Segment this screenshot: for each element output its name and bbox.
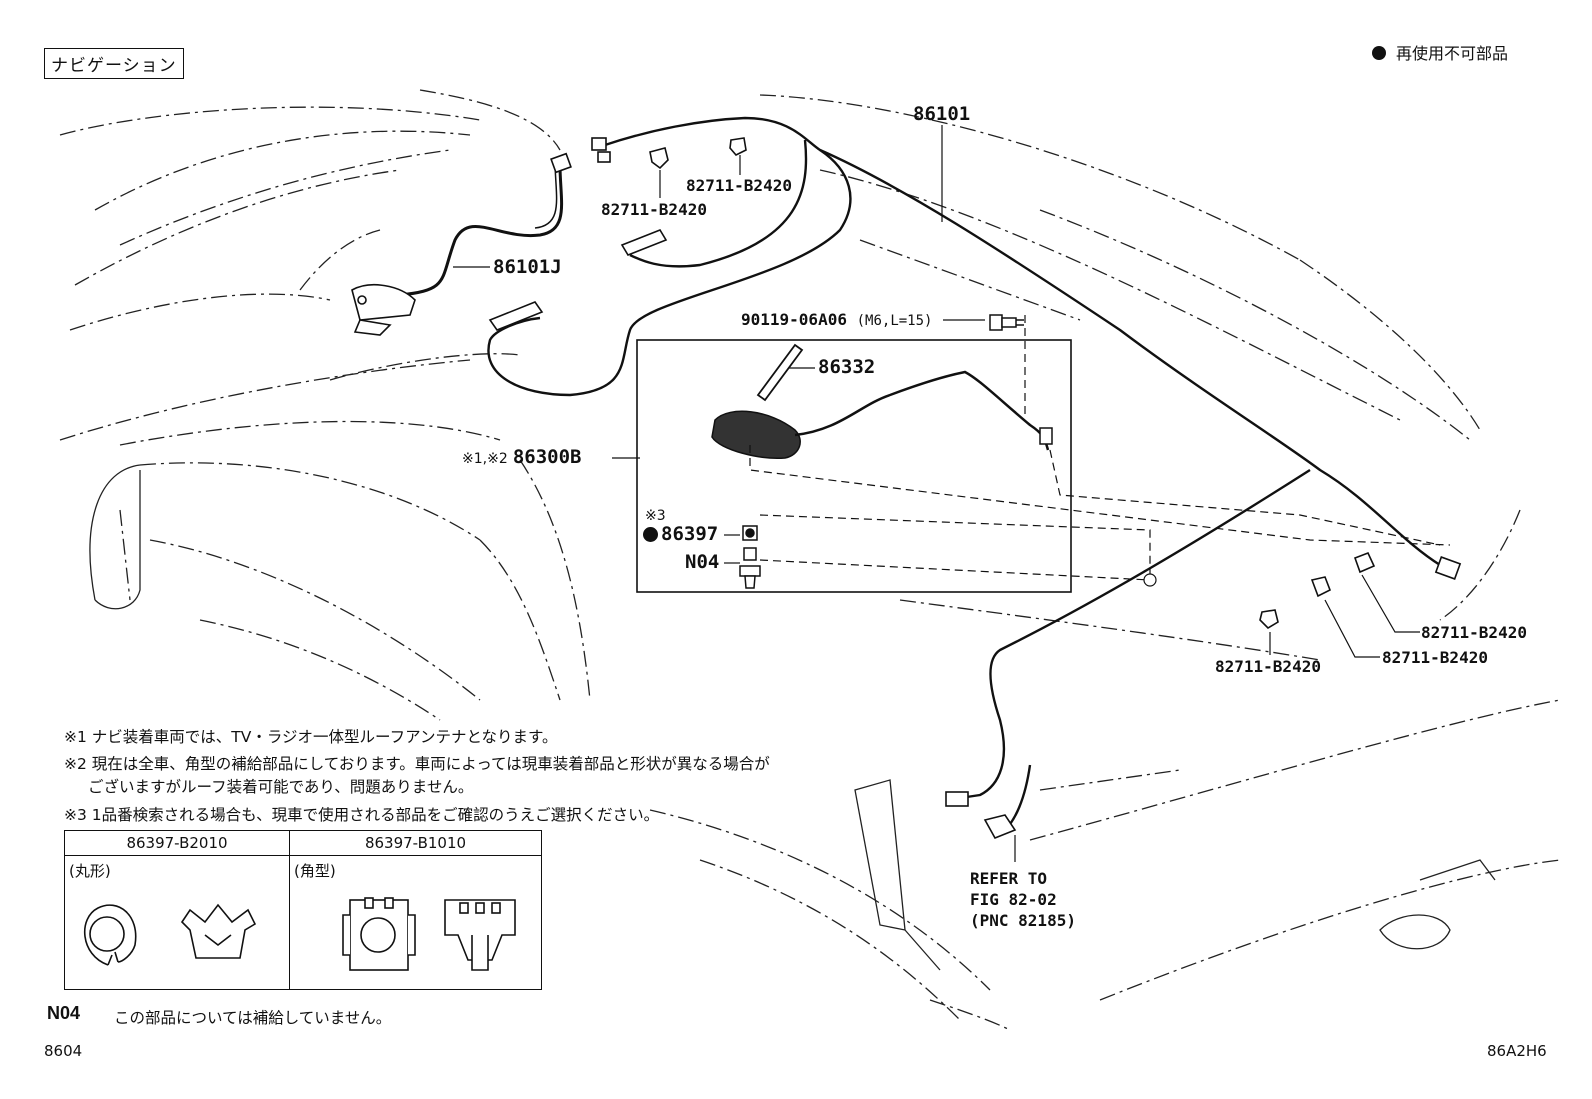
legend: 再使用不可部品: [1372, 40, 1508, 64]
note-2-cont: ございますがルーフ装着可能であり、問題ありません。: [88, 778, 474, 796]
pad-cell-round: (丸形): [64, 855, 290, 990]
page-number: 8604: [44, 1042, 83, 1060]
antenna-assy-marks: ※1,※2: [462, 451, 508, 467]
harness-86101: [487, 116, 1441, 831]
shape-label-square: (角型): [294, 862, 336, 880]
pillar-line: [89, 464, 141, 601]
footnote-text: この部品については補給していません。: [114, 1009, 392, 1027]
leader-lines: [453, 125, 1420, 862]
bolt-90119: [989, 314, 1024, 331]
footnote-code: N04: [47, 1003, 81, 1023]
note-3: ※3 1品番検索される場合も、現車で使用される部品をご確認のうえご選択ください。: [64, 806, 660, 824]
connector-front: [351, 152, 572, 336]
mount-hole-icon: [1143, 573, 1157, 587]
pad-mark: ※3: [645, 508, 666, 524]
callout-86397[interactable]: 86397: [643, 523, 718, 545]
refer-to-fig[interactable]: REFER TO FIG 82-02 (PNC 82185): [970, 869, 1076, 930]
car-body-outline: [59, 89, 1561, 1031]
antenna-inset-box: [636, 339, 1072, 593]
antenna-base-86300b: [711, 370, 1053, 459]
roof-pad-1: [488, 229, 668, 331]
callout-82711-e[interactable]: 82711-B2420: [1215, 657, 1321, 676]
clip-icons: [649, 137, 1376, 630]
non-reusable-dot-icon: [1372, 46, 1386, 60]
antenna-assy-part-no: 86300B: [512, 446, 582, 468]
dashed-assembly-lines: [749, 315, 1451, 581]
callout-90119[interactable]: 90119-06A06 (M6,L=15): [741, 310, 932, 329]
pad-nut-icons: [739, 525, 761, 589]
callout-82711-a[interactable]: 82711-B2420: [686, 176, 792, 195]
legend-label: 再使用不可部品: [1396, 44, 1509, 63]
pad-cell-square: (角型): [289, 855, 542, 990]
section-title: ナビゲーション: [44, 48, 184, 79]
pad-part-no: 86397: [661, 523, 719, 545]
bolt-part-no: 90119-06A06: [741, 310, 847, 329]
fuel-lid-icon: [1379, 914, 1451, 950]
callout-86332[interactable]: 86332: [818, 356, 876, 378]
shape-label-round: (丸形): [69, 862, 111, 880]
callout-86101[interactable]: 86101: [913, 103, 971, 125]
callout-86300b[interactable]: ※1,※2 86300B: [462, 446, 581, 468]
callout-82711-b[interactable]: 82711-B2420: [601, 200, 707, 219]
antenna-86332: [756, 343, 804, 402]
callout-86101j[interactable]: 86101J: [493, 256, 562, 278]
callout-82711-d[interactable]: 82711-B2420: [1382, 648, 1488, 667]
connector-rear: [591, 137, 1462, 840]
rear-pillar: [854, 779, 906, 931]
callout-82711-c[interactable]: 82711-B2420: [1421, 623, 1527, 642]
note-2: ※2 現在は全車、角型の補給部品にしております。車両によっては現車装着部品と形状…: [64, 755, 770, 773]
pad-col-header[interactable]: 86397-B1010: [289, 830, 542, 856]
pad-shape-table: 86397-B2010 86397-B1010 (丸形) (角型): [64, 830, 542, 990]
bolt-spec: (M6,L=15): [856, 313, 933, 329]
non-reusable-dot-icon: [643, 527, 658, 542]
pad-col-header[interactable]: 86397-B2010: [64, 830, 290, 856]
figure-id: 86A2H6: [1487, 1042, 1547, 1060]
note-1: ※1 ナビ装着車両では、TV・ラジオ一体型ルーフアンテナとなります。: [64, 728, 558, 746]
callout-n04[interactable]: N04: [685, 551, 720, 573]
